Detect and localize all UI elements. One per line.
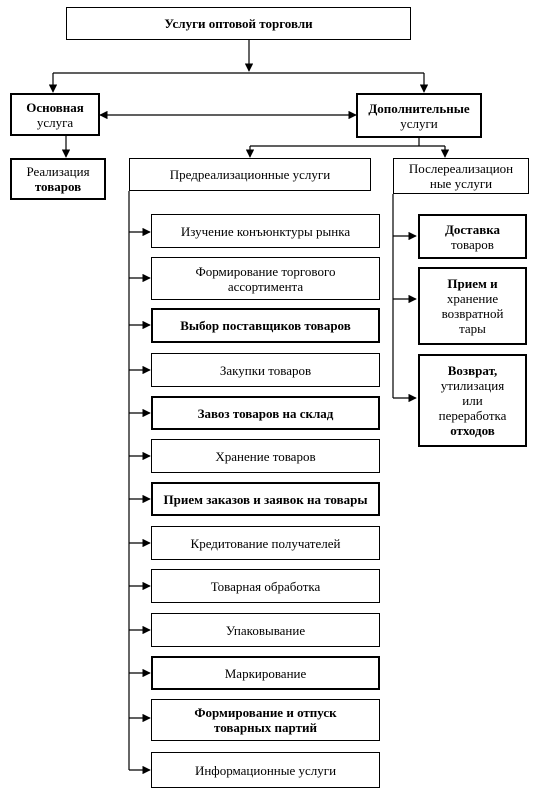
pre-sale-item: Хранение товаров: [151, 439, 380, 473]
post-sale-title-line1: Послереализацион: [408, 161, 514, 176]
main-service-line2: услуга: [36, 114, 74, 130]
post-sale-item-line: хранение: [446, 291, 499, 306]
post-sale-item-line: или: [462, 393, 483, 408]
pre-sale-item-label-line2: товарных партий: [214, 720, 317, 735]
pre-sale-item: Выбор поставщиков товаров: [151, 308, 380, 343]
pre-sale-item-label: Товарная обработка: [210, 578, 321, 594]
pre-sale-item: Формирование и отпуск товарных партий: [151, 699, 380, 741]
pre-sale-title: Предреализационные услуги: [169, 167, 331, 182]
post-sale-item: Доставка товаров: [418, 214, 527, 259]
pre-sale-item-label: Изучение конъюнктуры рынка: [180, 223, 351, 239]
additional-services-box: Дополнительные услуги: [356, 93, 482, 138]
pre-sale-header: Предреализационные услуги: [129, 158, 371, 191]
pre-sale-item: Прием заказов и заявок на товары: [151, 482, 380, 516]
pre-sale-item-label: Закупки товаров: [219, 362, 312, 378]
sale-line1: Реализация: [26, 164, 90, 179]
pre-sale-item: Формирование торгового ассортимента: [151, 257, 380, 300]
root-box: Услуги оптовой торговли: [66, 7, 411, 40]
post-sale-item-line: утилизация: [440, 378, 505, 393]
post-sale-item-line: товаров: [451, 236, 494, 252]
post-sale-item-line: Доставка: [444, 221, 501, 237]
post-sale-item-line: тары: [459, 321, 486, 336]
main-service-line1: Основная: [26, 99, 84, 115]
additional-services-line2: услуги: [400, 115, 438, 131]
pre-sale-item-label: Упаковывание: [225, 622, 306, 638]
pre-sale-item-label-line2: ассортимента: [227, 278, 304, 294]
main-service-box: Основная услуга: [10, 93, 100, 136]
pre-sale-item-label: Формирование и отпуск: [194, 705, 337, 720]
pre-sale-item: Маркирование: [151, 656, 380, 690]
root-label: Услуги оптовой торговли: [164, 16, 313, 31]
pre-sale-item: Товарная обработка: [151, 569, 380, 603]
pre-sale-item: Завоз товаров на склад: [151, 396, 380, 430]
post-sale-header: Послереализацион ные услуги: [393, 158, 529, 194]
pre-sale-item: Кредитование получателей: [151, 526, 380, 560]
additional-services-line1: Дополнительные: [368, 100, 470, 116]
post-sale-item: Прием и хранение возвратной тары: [418, 267, 527, 345]
sale-line2: товаров: [34, 179, 82, 194]
post-sale-item-line: переработка: [438, 408, 507, 423]
pre-sale-item: Упаковывание: [151, 613, 380, 647]
sale-box: Реализация товаров: [10, 158, 106, 200]
pre-sale-item-label: Выбор поставщиков товаров: [180, 318, 351, 333]
post-sale-item-line: Прием и: [447, 276, 498, 291]
pre-sale-item: Закупки товаров: [151, 353, 380, 387]
post-sale-item-line: Возврат,: [447, 363, 498, 378]
pre-sale-item-label: Маркирование: [224, 665, 307, 681]
pre-sale-item-label: Информационные услуги: [194, 762, 337, 778]
pre-sale-item-label: Формирование торгового: [195, 263, 336, 279]
post-sale-item: Возврат, утилизация или переработка отхо…: [418, 354, 527, 447]
pre-sale-item: Изучение конъюнктуры рынка: [151, 214, 380, 248]
pre-sale-item-label: Прием заказов и заявок на товары: [163, 491, 368, 507]
pre-sale-item: Информационные услуги: [151, 752, 380, 788]
post-sale-title-line2: ные услуги: [429, 176, 493, 191]
post-sale-item-line: возвратной: [441, 306, 504, 321]
pre-sale-item-label: Завоз товаров на склад: [197, 405, 334, 421]
pre-sale-item-label: Кредитование получателей: [190, 535, 341, 551]
post-sale-item-line: отходов: [450, 423, 495, 438]
pre-sale-item-label: Хранение товаров: [215, 448, 316, 464]
